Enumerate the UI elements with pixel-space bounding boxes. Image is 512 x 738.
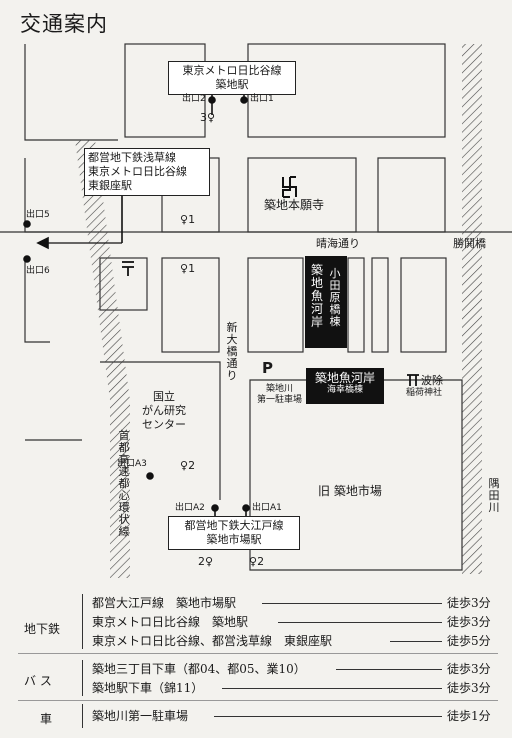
toilet-icon: ♀2: [180, 459, 196, 472]
toilet-number: 1: [188, 262, 196, 275]
block: [247, 257, 304, 353]
toilet-number: 1: [188, 213, 196, 226]
block: [371, 257, 389, 353]
access-time: 徒歩5分: [447, 634, 491, 648]
odawara-sub-label: 小田原橋棟: [329, 267, 341, 328]
namiyoke-label: 波除: [421, 374, 443, 387]
odawara-main-label: 築地魚河岸: [311, 263, 324, 329]
kachidoki-label: 勝鬨橋: [453, 237, 486, 250]
toilet-icon: ♀2: [249, 555, 265, 568]
access-row: 都営大江戸線 築地市場駅 徒歩3分: [0, 594, 512, 614]
harumi-dori-label: 晴海通り: [316, 237, 360, 250]
expressway-label: 首都高速都心環状線: [118, 429, 130, 538]
parking-label: 築地川 第一駐車場: [257, 384, 303, 405]
toilet-icon: 2♀: [198, 555, 214, 568]
exit-2-label: 出口2: [182, 94, 206, 104]
toilet-number: 2: [188, 459, 196, 472]
block: [400, 257, 447, 353]
access-route: 築地三丁目下車（都04、都05、業10）: [92, 662, 306, 676]
post-office-icon: [122, 261, 134, 276]
access-time: 徒歩3分: [447, 662, 491, 676]
access-row: 東京メトロ日比谷線 築地駅 徒歩3分: [0, 613, 512, 633]
exit-a1-label: 出口A1: [252, 503, 282, 513]
access-table: 地下鉄 バ ス 車 都営大江戸線 築地市場駅 徒歩3分 東京メトロ日比谷線 築地…: [0, 590, 512, 738]
sumida-river: [462, 44, 482, 574]
namiyoke-shrine-label: 稲荷神社: [406, 388, 443, 398]
access-time: 徒歩3分: [447, 596, 491, 610]
kaiko-building: 築地魚河岸 海幸橋棟: [306, 368, 384, 404]
page-title: 交通案内: [20, 12, 108, 36]
access-route: 東京メトロ日比谷線、都営浅草線 東銀座駅: [92, 634, 333, 648]
station-line-label: 都営地下鉄浅草線: [88, 151, 176, 164]
area-map: [0, 43, 512, 578]
access-route: 築地川第一駐車場: [92, 709, 189, 723]
station-line-label: 都営地下鉄大江戸線: [184, 519, 284, 532]
toilet-number: 3: [200, 111, 207, 124]
station-name: 築地市場駅: [206, 533, 262, 546]
toilet-icon: ♀1: [180, 213, 196, 226]
block: [377, 157, 446, 233]
station-line-label: 東京メトロ日比谷線: [182, 64, 282, 77]
exit-6-label: 出口6: [26, 266, 50, 276]
shrine-icon: [407, 374, 419, 386]
block: [24, 258, 50, 343]
exit-5-label: 出口5: [26, 210, 50, 220]
cancer-center-label: 国立 がん研究 センター: [142, 390, 186, 431]
parking-icon: P: [262, 359, 273, 377]
toilet-icon: 3♀: [200, 111, 216, 124]
access-route: 東京メトロ日比谷線 築地駅: [92, 615, 249, 629]
station-tsukijishijo[interactable]: 都営地下鉄大江戸線 築地市場駅: [168, 516, 300, 550]
honganji-label: 築地本願寺: [264, 198, 325, 212]
block: [247, 157, 357, 233]
temple-icon: [282, 176, 297, 198]
access-time: 徒歩1分: [447, 709, 491, 723]
access-row: 築地川第一駐車場 徒歩1分: [0, 707, 512, 727]
old-market-label: 旧 築地市場: [318, 484, 382, 498]
toilet-icon: ♀1: [180, 262, 196, 275]
access-row: 東京メトロ日比谷線、都営浅草線 東銀座駅 徒歩5分: [0, 632, 512, 652]
access-row: 築地駅下車（錦11） 徒歩3分: [0, 679, 512, 699]
block: [347, 257, 365, 353]
access-time: 徒歩3分: [447, 681, 491, 695]
exit-1-label: 出口1: [250, 94, 274, 104]
access-route: 都営大江戸線 築地市場駅: [92, 596, 237, 610]
kaiko-sub-label: 海幸橋棟: [326, 385, 363, 395]
bus-category: バ ス: [24, 674, 52, 688]
shin-ohashi-dori-label: 新大橋通り: [226, 321, 238, 382]
station-tsukiji[interactable]: 東京メトロ日比谷線 築地駅: [168, 61, 296, 95]
block: [161, 257, 220, 353]
station-name: 築地駅: [215, 78, 249, 91]
expressway: [75, 140, 130, 578]
access-route: 築地駅下車（錦11）: [92, 681, 204, 695]
toilet-number: 2: [198, 555, 205, 568]
access-time: 徒歩3分: [447, 615, 491, 629]
kaiko-main-label: 築地魚河岸: [314, 371, 375, 385]
toilet-number: 2: [257, 555, 265, 568]
exit-a3-label: 出口A3: [117, 459, 147, 469]
odawara-building: 築地魚河岸 小田原橋棟: [305, 256, 347, 348]
exit-a2-label: 出口A2: [175, 503, 205, 513]
block: [24, 44, 118, 141]
station-higashiginza[interactable]: 都営地下鉄浅草線 東京メトロ日比谷線 東銀座駅: [84, 148, 210, 196]
station-name: 東銀座駅: [88, 179, 132, 192]
car-category: 車: [40, 712, 53, 726]
sumida-label: 隅田川: [488, 477, 500, 514]
access-row: 築地三丁目下車（都04、都05、業10） 徒歩3分: [0, 660, 512, 680]
station-line-label: 東京メトロ日比谷線: [88, 165, 187, 178]
subway-category: 地下鉄: [24, 622, 61, 636]
block: [100, 361, 221, 500]
